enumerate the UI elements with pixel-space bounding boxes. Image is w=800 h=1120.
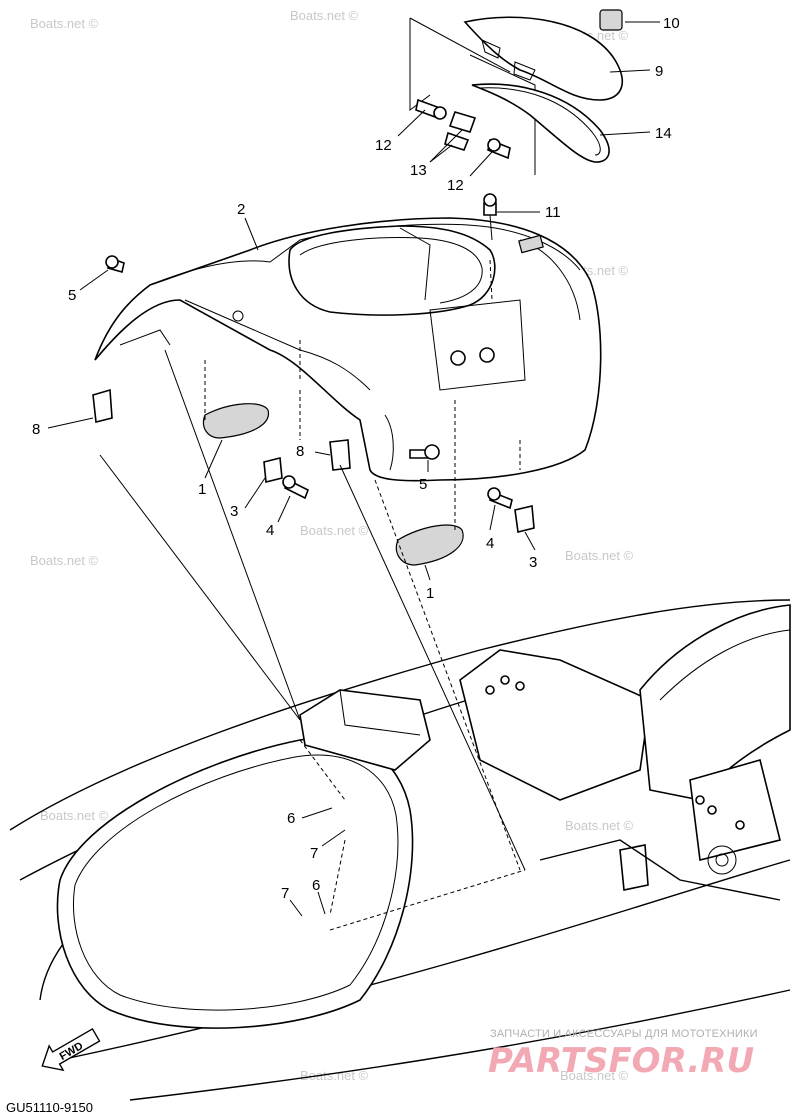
hull-deck <box>9 599 791 1101</box>
callout-4b: 4 <box>486 535 494 552</box>
fwd-label: FWD <box>58 1040 86 1063</box>
callout-leaders <box>47 21 660 917</box>
callout-14: 14 <box>655 125 672 142</box>
brand-logo: PARTSFOR.RU <box>488 1041 754 1081</box>
callout-6a: 6 <box>287 810 295 827</box>
callout-10: 10 <box>663 15 680 32</box>
callout-9: 9 <box>655 63 663 80</box>
clip-part-8a <box>92 388 113 423</box>
watermark: Boats.net © <box>30 553 99 568</box>
callout-7b: 7 <box>281 885 289 902</box>
callout-5a: 5 <box>68 287 76 304</box>
callout-5b: 5 <box>419 476 427 493</box>
callouts: 10 9 14 11 12 13 12 2 5 8 8 1 3 4 5 4 3 … <box>32 15 680 902</box>
seal-part-14 <box>471 83 610 163</box>
watermark: Boats.net © <box>300 523 369 538</box>
callout-8b: 8 <box>296 443 304 460</box>
seat-cover-group <box>409 9 624 175</box>
clip-part-10 <box>599 9 623 31</box>
watermark: Boats.net © <box>565 818 634 833</box>
alignment-lines <box>99 349 526 931</box>
callout-12b: 12 <box>447 177 464 194</box>
callout-3b: 3 <box>529 554 537 571</box>
watermark: Boats.net © <box>30 16 99 31</box>
pad-part-1b <box>395 524 464 566</box>
brand-tagline: ЗАПЧАСТИ И АКСЕССУАРЫ ДЛЯ МОТОТЕХНИКИ <box>490 1028 758 1040</box>
brand-watermark: ЗАПЧАСТИ И АКСЕССУАРЫ ДЛЯ МОТОТЕХНИКИ PA… <box>488 1028 758 1081</box>
callout-2: 2 <box>237 201 245 218</box>
callout-12a: 12 <box>375 137 392 154</box>
cover-part-9 <box>463 16 624 101</box>
callout-1b: 1 <box>426 585 434 602</box>
watermark: Boats.net © <box>40 808 109 823</box>
nut-part-3b <box>514 505 535 533</box>
watermark: Boats.net © <box>290 8 359 23</box>
callout-7a: 7 <box>310 845 318 862</box>
callout-11: 11 <box>545 204 561 221</box>
fwd-arrow-icon: FWD <box>41 1027 101 1072</box>
diagram-code: GU51110-9150 <box>6 1100 93 1115</box>
callout-1a: 1 <box>198 481 206 498</box>
nut-part-3a <box>263 456 283 484</box>
callout-13: 13 <box>410 162 427 179</box>
clip-part-13a <box>448 111 477 133</box>
callout-8a: 8 <box>32 421 40 438</box>
callout-4a: 4 <box>266 522 274 539</box>
callout-6b: 6 <box>312 877 320 894</box>
pad-part-1a <box>202 403 269 439</box>
watermark: Boats.net © <box>565 548 634 563</box>
clip-part-8b <box>329 439 351 471</box>
hood-body-part-2 <box>94 217 602 482</box>
watermark: Boats.net © <box>560 1068 629 1083</box>
watermark: Boats.net © <box>300 1068 369 1083</box>
callout-3a: 3 <box>230 503 238 520</box>
